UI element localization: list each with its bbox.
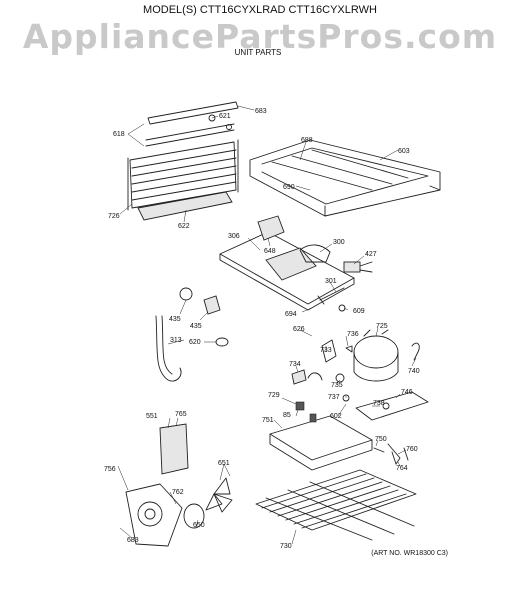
light-socket bbox=[203, 295, 221, 315]
part-label: 762 bbox=[172, 489, 184, 496]
part-label: 683 bbox=[127, 537, 139, 544]
drain-tube bbox=[155, 315, 182, 382]
fan-shroud bbox=[125, 483, 183, 547]
part-label: 551 bbox=[146, 413, 158, 420]
part-label: 756 bbox=[104, 466, 116, 473]
model-line: MODEL(S) CTT16CYXLRAD CTT16CYXLRWH bbox=[143, 4, 377, 16]
condenser-coil bbox=[255, 469, 417, 541]
part-label: 738 bbox=[373, 400, 385, 407]
part-label: 734 bbox=[289, 361, 301, 368]
art-number: (ART NO. WR18300 C3) bbox=[371, 550, 448, 557]
part-label: 725 bbox=[376, 323, 388, 330]
part-label: 751 bbox=[262, 417, 274, 424]
part-label: 735 bbox=[331, 382, 343, 389]
part-label: 603 bbox=[398, 148, 410, 155]
part-label: 609 bbox=[353, 308, 365, 315]
clip bbox=[411, 342, 420, 361]
part-label: 427 bbox=[365, 251, 377, 258]
part-label: 690 bbox=[283, 184, 295, 191]
part-label: 618 bbox=[113, 131, 125, 138]
part-label: 730 bbox=[280, 543, 292, 550]
section-title: UNIT PARTS bbox=[235, 48, 282, 57]
part-label: 651 bbox=[218, 460, 230, 467]
grommet bbox=[345, 345, 353, 353]
part-label: 683 bbox=[255, 108, 267, 115]
part-label: 688 bbox=[301, 137, 313, 144]
base-shelf bbox=[249, 139, 441, 217]
condenser-assembly bbox=[127, 101, 239, 211]
overload bbox=[299, 244, 331, 263]
compressor bbox=[353, 329, 399, 382]
part-label: 435 bbox=[190, 323, 202, 330]
drip-tray bbox=[269, 415, 373, 471]
part-label: 750 bbox=[375, 436, 387, 443]
part-label: 626 bbox=[293, 326, 305, 333]
part-label: 300 bbox=[333, 239, 345, 246]
part-label: 306 bbox=[228, 233, 240, 240]
fan-blade bbox=[205, 477, 233, 513]
part-label: 737 bbox=[328, 394, 340, 401]
part-label: 435 bbox=[169, 316, 181, 323]
part-label: 733 bbox=[320, 347, 332, 354]
part-label: 746 bbox=[401, 389, 413, 396]
terminal bbox=[295, 401, 305, 411]
part-label: 729 bbox=[268, 392, 280, 399]
connector bbox=[343, 261, 361, 273]
part-label: 85 bbox=[283, 412, 291, 419]
watermark: AppliancePartsPros.com bbox=[23, 17, 497, 56]
relay bbox=[257, 215, 285, 241]
leader-lines bbox=[117, 105, 417, 545]
plug bbox=[215, 337, 229, 347]
part-label: 313 bbox=[170, 337, 182, 344]
part-label: 648 bbox=[264, 248, 276, 255]
part-label: 760 bbox=[406, 446, 418, 453]
capacitor bbox=[321, 339, 337, 363]
light-bulb bbox=[179, 287, 193, 301]
wire bbox=[373, 443, 401, 465]
part-label: 621 bbox=[219, 113, 231, 120]
part-label: 765 bbox=[175, 411, 187, 418]
compressor-base bbox=[355, 391, 429, 421]
part-label: 736 bbox=[347, 331, 359, 338]
part-label: 650 bbox=[193, 522, 205, 529]
part-label: 764 bbox=[396, 465, 408, 472]
part-labels: 683 621 618 688 603 690 726 622 306 648 … bbox=[104, 108, 420, 550]
part-label: 602 bbox=[330, 413, 342, 420]
screw-bolt bbox=[317, 287, 345, 305]
cover-panel bbox=[159, 423, 189, 475]
part-label: 726 bbox=[108, 213, 120, 220]
part-label: 740 bbox=[408, 368, 420, 375]
part-label: 620 bbox=[189, 339, 201, 346]
part-label: 301 bbox=[325, 278, 337, 285]
part-label: 622 bbox=[178, 223, 190, 230]
fan-motor bbox=[183, 503, 205, 529]
drain-pan bbox=[137, 191, 233, 221]
part-label: 694 bbox=[285, 311, 297, 318]
